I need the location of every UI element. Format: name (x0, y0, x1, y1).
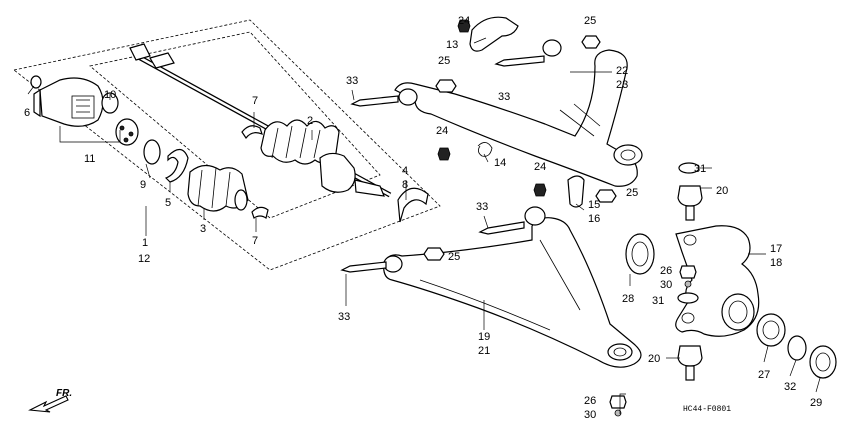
brackets-and-clips (469, 16, 585, 208)
seals-and-bearings (625, 162, 837, 379)
callout-31b: 31 (652, 295, 664, 307)
callout-24b: 24 (436, 125, 448, 137)
diagram-code: HC44-F0801 (683, 405, 731, 414)
circlip-6 (30, 75, 42, 89)
callout-22: 22 (616, 65, 628, 77)
callout-13: 13 (446, 39, 458, 51)
circlip-32 (787, 335, 807, 361)
callout-20b: 20 (648, 353, 660, 365)
outer-cv-boot (260, 119, 385, 197)
ball-joints (677, 185, 703, 381)
callout-24c: 24 (534, 161, 546, 173)
circlip-31a (678, 162, 700, 174)
ring-9 (143, 139, 161, 165)
clip-14 (477, 142, 493, 157)
callout-3: 3 (200, 223, 206, 235)
callout-5: 5 (165, 197, 171, 209)
callout-25b: 25 (438, 55, 450, 67)
callout-32: 32 (784, 381, 796, 393)
bolts (340, 55, 545, 273)
inner-joint-housing (33, 77, 104, 127)
inner-cv-boot (187, 164, 249, 212)
circlip-31b (677, 292, 699, 304)
bracket-15 (567, 175, 585, 208)
callout-25d: 25 (448, 251, 460, 263)
callout-18: 18 (770, 257, 782, 269)
callout-17: 17 (770, 243, 782, 255)
upper-arm (394, 39, 643, 187)
lower-arm (383, 206, 642, 368)
callout-31a: 31 (694, 163, 706, 175)
callout-29: 29 (810, 397, 822, 409)
band-4 (397, 187, 429, 223)
callout-10: 10 (104, 89, 116, 101)
callout-33d: 33 (338, 311, 350, 323)
callout-20a: 20 (716, 185, 728, 197)
steering-knuckle (675, 225, 760, 337)
bracket-13 (469, 16, 519, 52)
callout-30a: 30 (660, 279, 672, 291)
callout-9: 9 (140, 179, 146, 191)
band-7a (241, 125, 263, 140)
callout-11: 11 (84, 153, 95, 165)
ring-10 (101, 92, 119, 114)
callout-26b: 26 (584, 395, 596, 407)
callout-4: 4 (402, 165, 408, 177)
band-7b (251, 206, 269, 219)
callout-8: 8 (402, 179, 408, 191)
band-5 (164, 148, 189, 183)
front-direction-arrow: FR. (28, 388, 72, 413)
callout-2: 2 (307, 115, 313, 127)
callout-33c: 33 (476, 201, 488, 213)
nuts-and-small-bolts (423, 19, 697, 417)
callout-15: 15 (588, 199, 600, 211)
callout-25c: 25 (626, 187, 638, 199)
callout-26a: 26 (660, 265, 672, 277)
driveshaft-assembly-frame (13, 19, 441, 271)
callout-33b: 33 (346, 75, 358, 87)
callout-28: 28 (622, 293, 634, 305)
front-direction-label: FR. (56, 388, 72, 399)
callout-7a: 7 (252, 95, 258, 107)
callout-30b: 30 (584, 409, 596, 421)
callout-33a: 33 (498, 91, 510, 103)
callout-16: 16 (588, 213, 600, 225)
drive-shaft-small-parts (30, 75, 429, 223)
callout-27: 27 (758, 369, 770, 381)
leader-lines (27, 37, 821, 414)
callout-19: 19 (478, 331, 490, 343)
seal-28 (625, 233, 655, 275)
callout-7b: 7 (252, 235, 258, 247)
cage-11 (115, 118, 139, 146)
callout-12: 12 (138, 253, 150, 265)
callout-14: 14 (494, 157, 506, 169)
callout-23: 23 (616, 79, 628, 91)
callout-labels: 6 10 11 9 5 3 7 7 2 4 8 1 12 24 13 25 25… (24, 15, 822, 421)
callout-1: 1 (142, 237, 148, 249)
bearing-27 (756, 313, 786, 347)
seal-29 (809, 345, 837, 379)
callout-6: 6 (24, 107, 30, 119)
callout-21: 21 (478, 345, 490, 357)
callout-24a: 24 (458, 15, 470, 27)
callout-25a: 25 (584, 15, 596, 27)
